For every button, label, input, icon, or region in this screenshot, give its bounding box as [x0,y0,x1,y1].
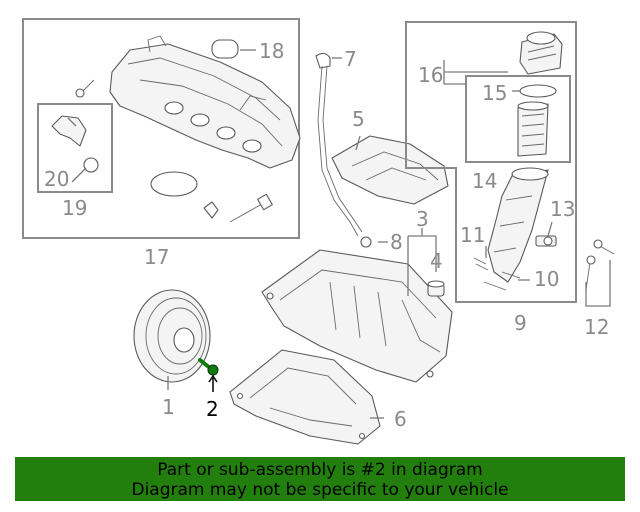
oil-filter-cap[interactable] [519,31,563,75]
dipstick-seal-8[interactable] [360,236,372,248]
callout-2: 2 [206,397,219,421]
group-box-14 [465,75,571,163]
retaining-clip[interactable] [203,201,219,219]
oil-dipstick[interactable] [315,52,363,237]
manifold-bolt[interactable] [75,79,95,98]
callout-5: 5 [352,107,365,131]
callout-19: 19 [62,196,87,220]
callout-8: 8 [390,230,403,254]
group-box-19 [37,103,113,193]
oil-filter-element[interactable] [517,101,549,157]
oil-baffle[interactable] [331,135,449,205]
banner-line-1: Part or sub-assembly is #2 in diagram [157,460,483,480]
callout-7: 7 [344,47,357,71]
o-ring-20[interactable] [83,157,99,173]
crankshaft-pulley[interactable] [133,289,211,383]
callout-14: 14 [472,169,497,193]
oil-filter-housing[interactable] [487,167,549,283]
callout-10: 10 [534,267,559,291]
callout-18: 18 [259,39,284,63]
crankshaft-pulley-bolt[interactable] [198,358,219,376]
throttle-gasket[interactable] [150,171,198,197]
part-notice-banner: Part or sub-assembly is #2 in diagram Di… [15,457,625,501]
callout-1: 1 [162,395,175,419]
callout-9: 9 [514,311,527,335]
callout-4: 4 [430,249,443,273]
stud-bolt[interactable] [229,193,273,223]
callout-13: 13 [550,197,575,221]
drain-tube-10[interactable] [483,271,521,291]
callout-3: 3 [416,207,429,231]
callout-16: 16 [418,63,443,87]
intake-manifold[interactable] [109,35,301,169]
upper-oil-pan[interactable] [261,249,453,383]
group-box-9 [405,21,577,303]
drain-tube-11[interactable] [473,257,489,271]
banner-line-2: Diagram may not be specific to your vehi… [131,480,509,500]
callout-11: 11 [460,223,485,247]
group-box-17 [22,18,300,239]
callout-15: 15 [482,81,507,105]
callout-17: 17 [144,245,169,269]
sensor-19[interactable] [51,115,87,147]
filter-o-ring-15[interactable] [519,84,557,98]
leader-lines [67,49,611,419]
callout-12: 12 [584,315,609,339]
lower-oil-pan[interactable] [229,349,381,445]
callout-6: 6 [394,407,407,431]
intake-gasket-18[interactable] [211,39,239,59]
drain-plug-4[interactable] [427,280,445,297]
oil-pressure-sensor-13[interactable] [535,235,557,247]
callout-20: 20 [44,167,69,191]
bolts-12[interactable] [585,239,615,291]
